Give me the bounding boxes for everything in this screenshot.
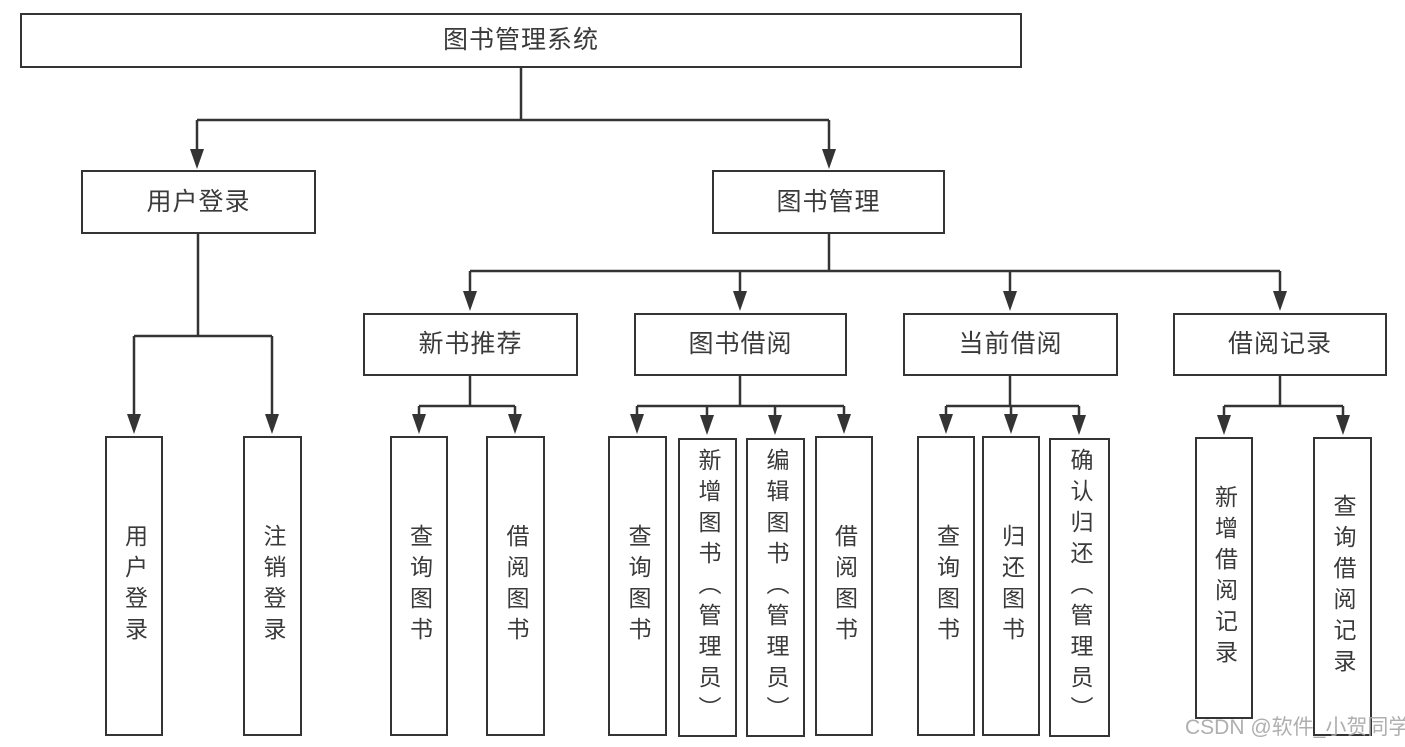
node-current-borrowing-label: 当前借阅 <box>958 330 1063 358</box>
node-leaf-query-book-2: 查询图书 <box>608 436 667 736</box>
node-leaf-confirm-return-admin: 确认归还（管理员） <box>1049 438 1110 737</box>
node-leaf-query-book-3: 查询图书 <box>917 436 975 736</box>
node-current-borrowing: 当前借阅 <box>903 313 1118 376</box>
node-leaf-query-borrow-record-label: 查询借阅记录 <box>1330 493 1356 680</box>
node-leaf-add-book-admin: 新增图书（管理员） <box>678 438 737 737</box>
node-leaf-add-book-admin-label: 新增图书（管理员） <box>695 448 721 727</box>
node-leaf-add-borrow-record-label: 新增借阅记录 <box>1211 485 1238 671</box>
node-borrow-records: 借阅记录 <box>1173 313 1387 376</box>
node-leaf-return-book-label: 归还图书 <box>998 524 1025 648</box>
csdn-watermark: CSDN @软件_小贺同学 <box>1185 716 1405 739</box>
arrowheads <box>127 149 1350 435</box>
node-leaf-borrow-book-2-label: 借阅图书 <box>831 524 858 648</box>
node-leaf-borrow-book-1: 借阅图书 <box>486 436 545 736</box>
node-user-login: 用户登录 <box>81 170 316 234</box>
node-book-management: 图书管理 <box>712 170 945 234</box>
node-new-book-recommend: 新书推荐 <box>363 313 578 376</box>
node-leaf-borrow-book-1-label: 借阅图书 <box>503 524 529 648</box>
node-user-login-label: 用户登录 <box>146 187 251 216</box>
node-book-borrowing-label: 图书借阅 <box>688 330 793 358</box>
node-leaf-logout-label: 注销登录 <box>260 524 286 648</box>
node-leaf-return-book: 归还图书 <box>982 436 1040 736</box>
node-leaf-query-book-1-label: 查询图书 <box>406 524 433 648</box>
node-leaf-borrow-book-2: 借阅图书 <box>815 436 873 736</box>
node-root: 图书管理系统 <box>20 13 1022 68</box>
node-book-management-label: 图书管理 <box>776 187 881 216</box>
node-leaf-query-borrow-record: 查询借阅记录 <box>1313 437 1372 736</box>
node-leaf-confirm-return-admin-label: 确认归还（管理员） <box>1067 448 1093 727</box>
node-leaf-logout: 注销登录 <box>243 436 302 736</box>
node-leaf-add-borrow-record: 新增借阅记录 <box>1195 437 1253 719</box>
node-book-borrowing: 图书借阅 <box>634 313 847 376</box>
node-leaf-user-login-label: 用户登录 <box>121 524 148 648</box>
node-borrow-records-label: 借阅记录 <box>1227 330 1332 358</box>
node-leaf-query-book-3-label: 查询图书 <box>933 524 960 648</box>
node-leaf-edit-book-admin-label: 编辑图书（管理员） <box>763 448 789 727</box>
node-leaf-user-login: 用户登录 <box>105 436 163 736</box>
node-new-book-recommend-label: 新书推荐 <box>418 330 523 358</box>
node-leaf-query-book-1: 查询图书 <box>390 436 448 736</box>
node-leaf-edit-book-admin: 编辑图书（管理员） <box>746 438 805 737</box>
node-root-label: 图书管理系统 <box>442 26 599 54</box>
node-leaf-query-book-2-label: 查询图书 <box>625 524 651 648</box>
